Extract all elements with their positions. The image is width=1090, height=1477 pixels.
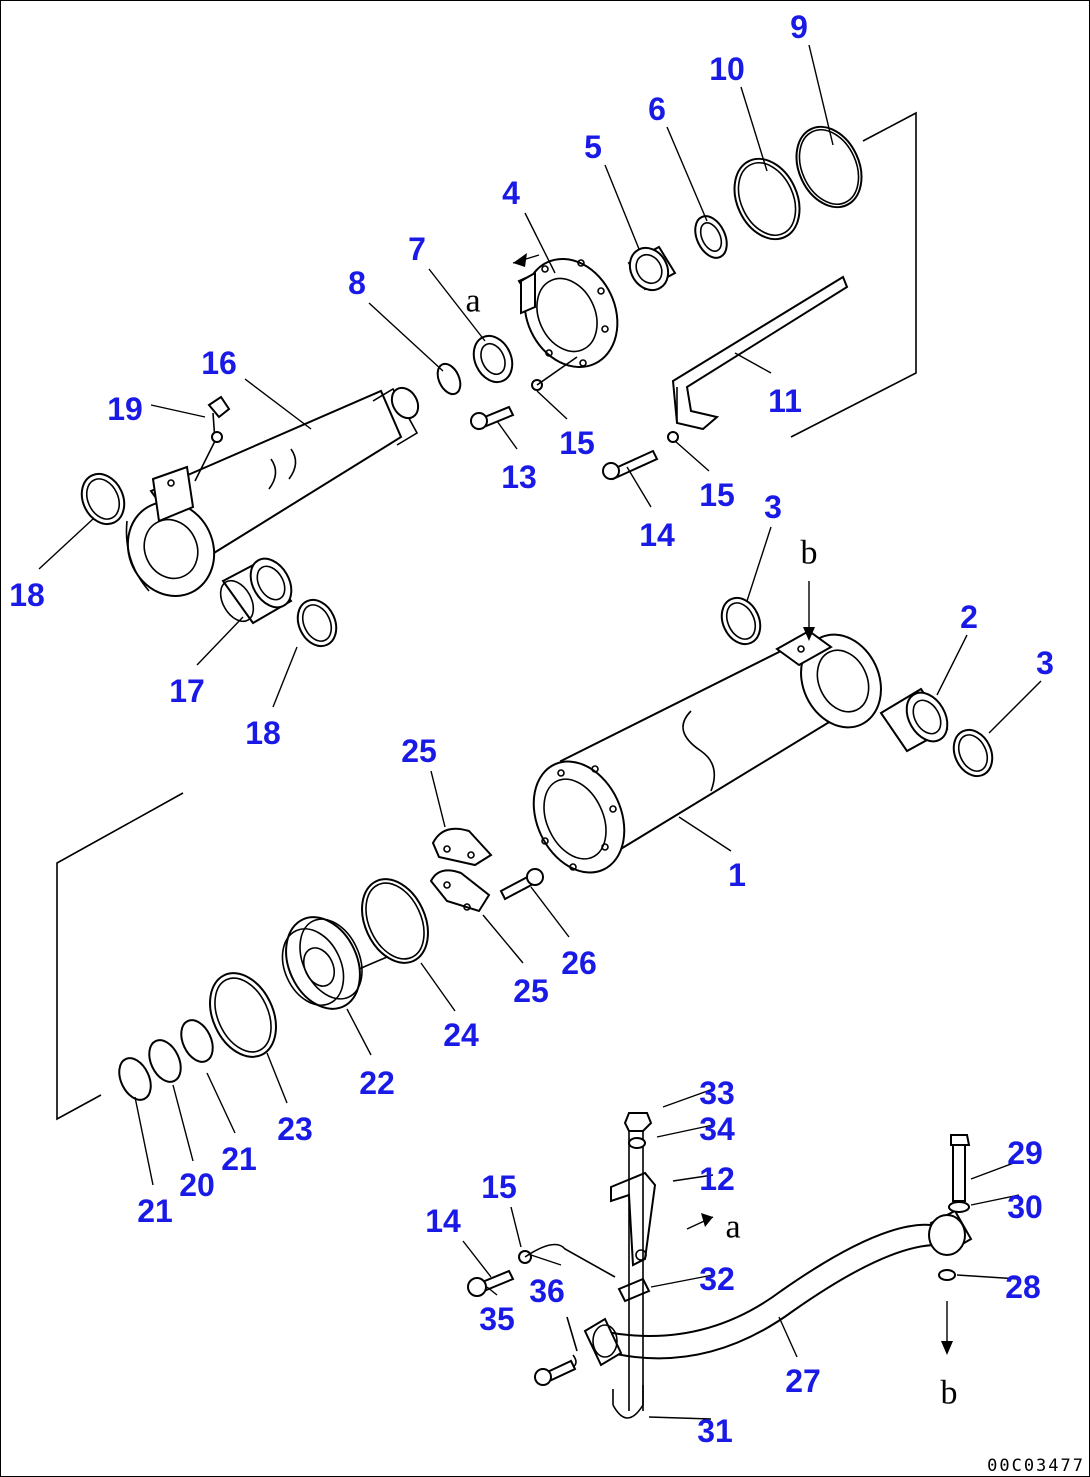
part-label-p18a: 18 [9,577,45,613]
part-label-p23: 23 [277,1111,313,1147]
cylinder-head-4 [517,257,619,369]
part-label-p32: 32 [699,1261,735,1297]
cylinder-tube-1 [532,629,882,874]
part-label-p11: 11 [768,383,802,419]
part-label-p24: 24 [443,1017,479,1053]
part-label-p16: 16 [201,345,237,381]
leader-lines [38,44,1042,1420]
part-label-p3b: 3 [1036,645,1054,681]
part-label-p27: 27 [785,1363,821,1399]
bushing-17 [219,557,293,625]
part-label-p3a: 3 [764,489,782,525]
part-label-p25a: 25 [401,733,437,769]
part-label-p6: 6 [648,91,666,127]
part-label-p25b: 25 [513,973,549,1009]
bracket-12-ubolt-31 [610,1112,657,1419]
part-label-p35: 35 [479,1301,515,1337]
view-letter-vb2: b [941,1375,958,1412]
part-label-p9: 9 [790,9,808,45]
part-label-p31: 31 [697,1413,733,1449]
part-label-p4: 4 [502,175,520,211]
part-label-p26: 26 [561,945,597,981]
part-label-p14b: 14 [425,1203,461,1239]
part-label-p21b: 21 [137,1193,173,1229]
part-label-p30: 30 [1007,1189,1043,1225]
part-label-p20: 20 [179,1167,215,1203]
part-label-p8: 8 [348,265,366,301]
view-letters: a b a b [465,283,957,1412]
bolts-14-35-washers-15-36 [467,1243,616,1386]
rings-3-bushing-2 [720,596,994,778]
seals-7-8 [436,334,514,396]
part-label-p15a: 15 [559,425,595,461]
bolt-29-washer-30-oring-28 [938,1134,971,1281]
part-label-p15c: 15 [481,1169,517,1205]
part-label-p14a: 14 [639,517,675,553]
part-label-p13: 13 [501,459,537,495]
part-label-p1: 1 [728,857,746,893]
part-label-p2: 2 [960,599,978,635]
drawing-number: 00C03477 [987,1456,1085,1476]
part-label-p22: 22 [359,1065,395,1101]
part-label-p19: 19 [107,391,143,427]
part-label-p7: 7 [408,231,426,267]
bracket-11-and-bolts [470,275,849,481]
part-label-p21a: 21 [221,1141,257,1177]
piston-22-and-rings [118,878,429,1101]
part-label-p10: 10 [709,51,745,87]
part-label-p17: 17 [169,673,205,709]
part-label-p12: 12 [699,1161,735,1197]
parts-5-6-9-10 [627,125,863,292]
view-letter-va1: a [465,283,480,320]
part-label-p18b: 18 [245,715,281,751]
part-label-p28: 28 [1005,1269,1041,1305]
part-label-p15b: 15 [699,477,735,513]
nut-25-bolt-26 [429,827,544,913]
part-label-p36: 36 [529,1273,565,1309]
part-label-p5: 5 [584,129,602,165]
part-label-p34: 34 [699,1111,735,1147]
part-label-p29: 29 [1007,1135,1043,1171]
view-letter-vb1: b [801,535,818,572]
view-letter-va2: a [725,1209,740,1246]
snap-ring-18 [80,472,338,648]
part-label-p33: 33 [699,1075,735,1111]
frame-lines [56,111,917,1121]
view-arrows [512,253,953,1355]
pipe-assembly-27 [583,1209,973,1367]
piston-rod-assembly [125,386,420,597]
